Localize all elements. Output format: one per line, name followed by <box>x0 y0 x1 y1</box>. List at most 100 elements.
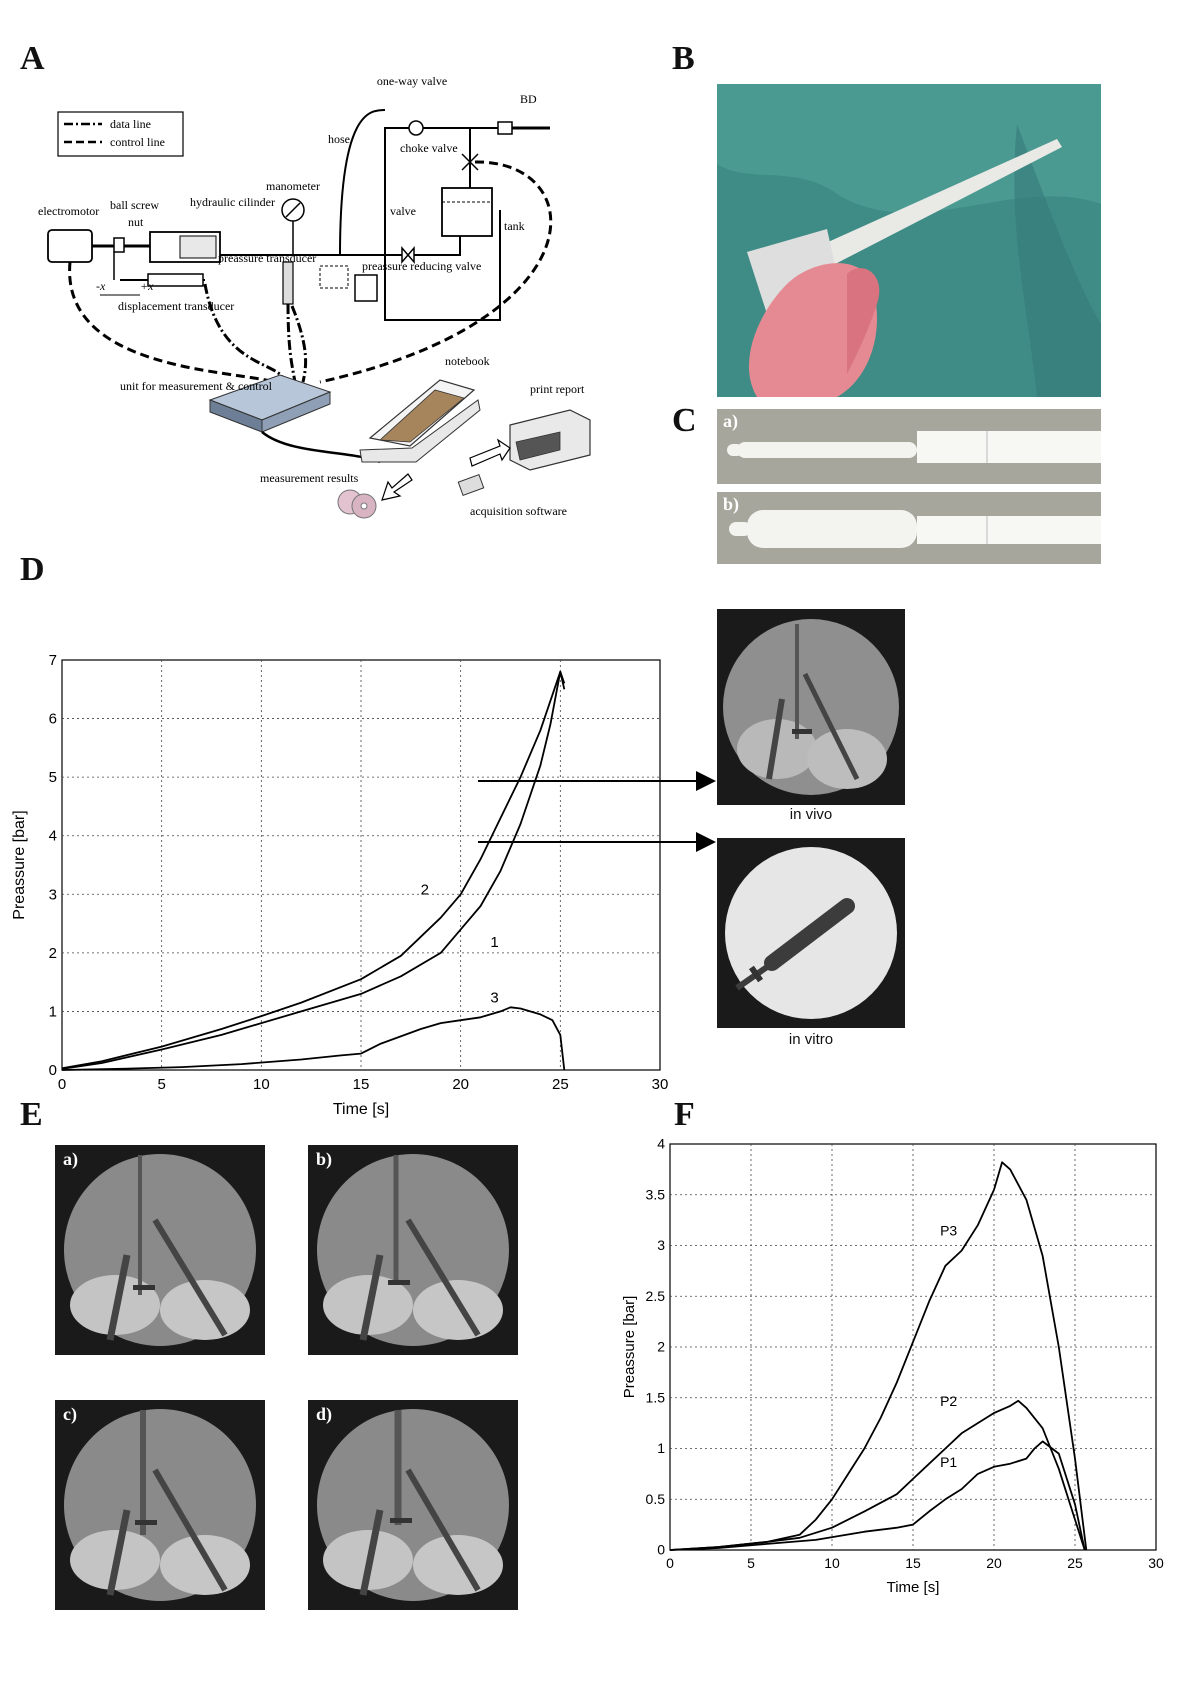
label-print-report: print report <box>530 382 585 396</box>
choke-valve <box>461 152 479 172</box>
x-tick-label: 30 <box>652 1076 669 1093</box>
y-tick-label: 7 <box>49 652 57 669</box>
control-line-motor <box>68 261 276 384</box>
y-tick-label: 1 <box>49 1003 57 1020</box>
label-manometer: manometer <box>266 179 320 193</box>
pressure-transducer <box>282 261 294 305</box>
arrow-to-printer <box>469 438 511 467</box>
measurement-setup-diagram: data line control line <box>38 74 591 519</box>
return-pipe <box>384 210 501 321</box>
series-label: P2 <box>940 1393 957 1409</box>
series-line-p2 <box>669 1399 1086 1551</box>
series-line-p3 <box>669 1161 1088 1551</box>
catheter-photo <box>717 84 1101 397</box>
series-label: 2 <box>421 881 429 898</box>
y-tick-label: 6 <box>49 711 57 728</box>
panel-label-e: E <box>20 1096 43 1133</box>
label-choke-valve: choke valve <box>400 141 458 155</box>
frame-b: b) <box>308 1145 518 1355</box>
label-nut: nut <box>128 215 144 229</box>
label-unit: unit for measurement & control <box>120 379 273 393</box>
caption-c-b: b) <box>723 494 740 514</box>
x-tick-label: 25 <box>1067 1555 1083 1571</box>
nut <box>113 237 125 253</box>
data-line-pressure-2 <box>290 305 308 383</box>
balloon-deflated-photo: a) <box>717 409 1101 484</box>
label-ball-screw: ball screw <box>110 198 159 212</box>
series-label: 3 <box>490 990 498 1007</box>
electromotor <box>47 229 93 263</box>
label-one-way-valve: one-way valve <box>377 74 447 88</box>
x-tick-label: 30 <box>1148 1555 1164 1571</box>
caption-e-d: d) <box>316 1404 333 1424</box>
series-label: 1 <box>490 934 498 951</box>
label-plus-x: +x <box>140 279 154 293</box>
x-axis-label: Time [s] <box>333 1101 389 1118</box>
label-pressure-reducing-valve: preassure reducing valve <box>362 259 481 273</box>
x-tick-label: 5 <box>157 1076 165 1093</box>
x-axis-label: Time [s] <box>887 1579 940 1596</box>
pressure-reducing-valve <box>354 274 378 302</box>
panel-label-d: D <box>20 551 45 588</box>
frame-d: d) <box>308 1400 518 1610</box>
y-tick-label: 1.5 <box>646 1389 666 1405</box>
series-line-2 <box>61 670 566 1070</box>
balloon-inflated-photo: b) <box>717 492 1101 564</box>
y-tick-label: 0 <box>49 1062 57 1079</box>
legend-data-label: data line <box>110 117 151 131</box>
y-tick-label: 3.5 <box>646 1186 666 1202</box>
y-axis-label: Preassure [bar] <box>11 810 28 919</box>
x-tick-label: 0 <box>58 1076 66 1093</box>
fluoroscopy-in-vivo <box>717 609 905 805</box>
y-tick-label: 3 <box>657 1237 665 1253</box>
y-tick-label: 4 <box>49 828 57 845</box>
fluoroscopy-in-vitro <box>717 838 905 1028</box>
label-valve: valve <box>390 204 416 218</box>
y-tick-label: 3 <box>49 886 57 903</box>
main-pipe <box>220 127 500 256</box>
panel-label-f: F <box>674 1096 695 1133</box>
series-label: P1 <box>940 1454 957 1470</box>
label-hydraulic-cylinder: hydraulic cilinder <box>190 195 275 209</box>
catheter-shaft <box>757 139 1062 294</box>
y-axis-label: Preassure [bar] <box>621 1296 638 1399</box>
displacement-transducer <box>147 273 204 287</box>
bd-syringe-body <box>497 121 513 135</box>
caption-e-b: b) <box>316 1149 333 1169</box>
panel-label-a: A <box>20 40 45 77</box>
y-tick-label: 4 <box>657 1136 665 1152</box>
series-line-p1 <box>669 1440 1086 1551</box>
caption-in-vitro: in vitro <box>788 1031 834 1048</box>
frame-a: a) <box>55 1145 265 1355</box>
label-hose: hose <box>328 132 350 146</box>
x-tick-label: 10 <box>824 1555 840 1571</box>
label-measurement-results: measurement results <box>260 471 359 485</box>
panel-label-c: C <box>672 402 697 439</box>
y-tick-label: 2 <box>49 945 57 962</box>
x-tick-label: 15 <box>905 1555 921 1571</box>
y-tick-label: 5 <box>49 769 57 786</box>
arrow-to-results <box>381 473 413 501</box>
caption-in-vivo: in vivo <box>789 806 833 823</box>
legend-control-label: control line <box>110 135 165 149</box>
y-tick-label: 1 <box>657 1440 665 1456</box>
label-minus-x: -x <box>96 279 106 293</box>
hand <box>748 263 877 397</box>
frame-c: c) <box>55 1400 265 1610</box>
series-label: P3 <box>940 1222 957 1238</box>
x-tick-label: 25 <box>552 1076 569 1093</box>
series-line-3 <box>61 1006 566 1071</box>
label-pressure-transducer: preassure transducer <box>218 251 316 265</box>
x-tick-label: 5 <box>747 1555 755 1571</box>
x-tick-label: 20 <box>986 1555 1002 1571</box>
x-tick-label: 0 <box>666 1555 674 1571</box>
label-tank: tank <box>504 219 525 233</box>
legend-box <box>57 111 184 157</box>
software-box <box>457 474 485 496</box>
control-line-choke <box>319 160 553 384</box>
label-displacement-transducer: displacement transducer <box>118 299 234 313</box>
label-acquisition-software: acquisition software <box>470 504 567 518</box>
caption-c-a: a) <box>723 411 738 431</box>
